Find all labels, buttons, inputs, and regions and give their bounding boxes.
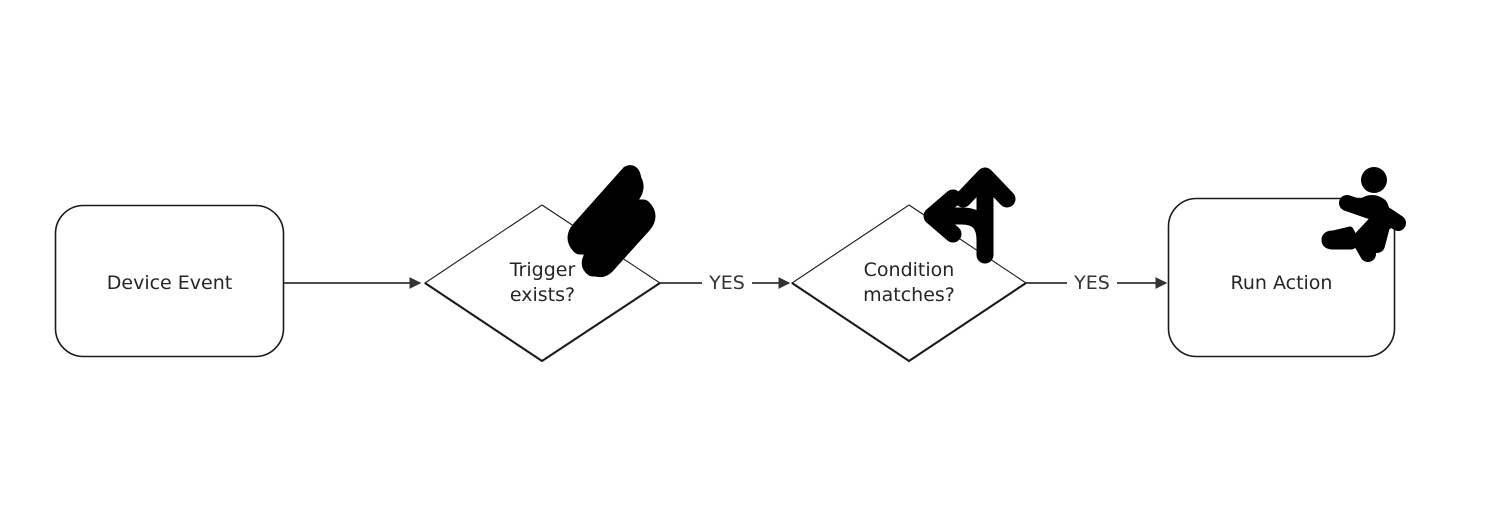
edge-label-condition-yes: YES (1074, 272, 1110, 294)
node-shape-condition-matches-emphasis (791, 282, 1027, 363)
node-shape-trigger-exists-emphasis (424, 282, 661, 363)
running-person-icon (1321, 167, 1406, 262)
branch-fork-arrows-icon (923, 167, 1016, 264)
edge-label-trigger-yes: YES (709, 272, 745, 294)
lightning-bolt-icon (567, 165, 656, 278)
node-shape-run-action[interactable] (1167, 197, 1396, 358)
node-shape-device-event[interactable] (54, 204, 285, 358)
